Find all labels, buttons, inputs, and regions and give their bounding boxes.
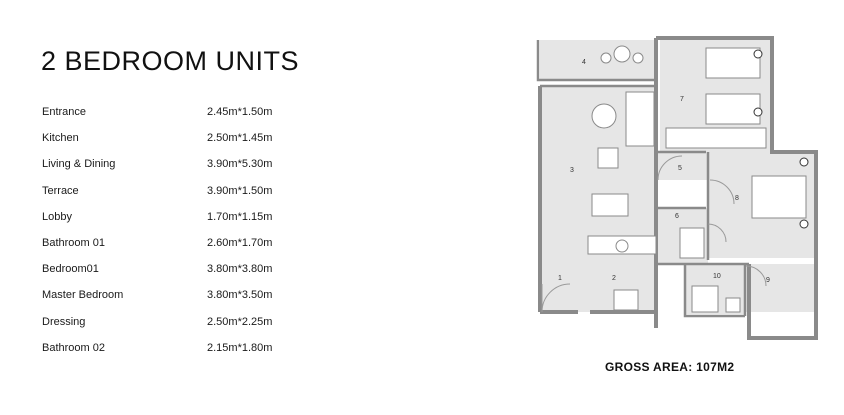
room-name: Dressing xyxy=(42,315,86,328)
lamp xyxy=(753,49,763,59)
room-dimension: 2.45m*1.50m xyxy=(207,106,273,118)
room-number: 10 xyxy=(713,273,721,280)
room-dimension: 3.90m*1.50m xyxy=(207,184,273,197)
room-row: Terrace 3.90m*1.50m xyxy=(42,181,302,207)
bed-single-2 xyxy=(705,93,761,125)
walls xyxy=(536,36,818,340)
room-name: Entrance xyxy=(42,106,87,118)
room-row: Master Bedroom 3.80m*3.50m xyxy=(42,285,302,311)
room-number: 9 xyxy=(766,277,770,284)
wardrobe xyxy=(665,127,767,149)
room-numbers: 1 2 3 4 5 6 7 8 9 10 xyxy=(558,59,770,284)
toilet xyxy=(725,297,741,313)
terrace-chair xyxy=(600,52,612,64)
room-row: Bathroom 01 2.60m*1.70m xyxy=(42,233,302,259)
page-title: 2 BEDROOM UNITS xyxy=(41,46,300,76)
gross-area: GROSS AREA: 107M2 xyxy=(605,360,735,374)
room-name: Living & Dining xyxy=(42,158,116,171)
entrance-door xyxy=(541,283,571,313)
room-row: Kitchen 2.50m*1.45m xyxy=(42,128,302,154)
room-dimension: 3.80m*3.50m xyxy=(207,289,273,302)
room-dimension: 2.50m*2.25m xyxy=(207,315,273,328)
room-row: Bedroom01 3.80m*3.80m xyxy=(42,259,302,285)
room-row: Entrance 2.45m*1.50m xyxy=(42,102,302,128)
room-row: Bathroom 02 2.15m*1.80m xyxy=(42,338,302,364)
floor-plan: 1 2 3 4 5 6 7 8 9 10 xyxy=(536,36,818,340)
lobby-door xyxy=(657,155,683,181)
room-row: Living & Dining 3.90m*5.30m xyxy=(42,154,302,180)
lamps xyxy=(753,49,809,229)
bathroom-door xyxy=(707,223,727,243)
room-name: Kitchen xyxy=(42,132,79,145)
doors xyxy=(541,155,767,313)
furniture xyxy=(587,45,807,313)
room-name: Master Bedroom xyxy=(42,289,124,302)
inner-walls xyxy=(658,150,749,318)
outer-wall xyxy=(538,36,818,340)
room-dimension: 1.70m*1.15m xyxy=(207,210,273,223)
room-name: Terrace xyxy=(42,184,79,197)
dressing-door xyxy=(745,265,767,287)
room-dimension: 2.60m*1.70m xyxy=(207,236,273,249)
room-number: 4 xyxy=(582,59,586,66)
armchair xyxy=(597,147,619,169)
room-dimension: 3.80m*3.80m xyxy=(207,263,273,276)
room-name: Bathroom 01 xyxy=(42,236,105,249)
sofa xyxy=(625,91,655,147)
room-number: 3 xyxy=(570,167,574,174)
room-number: 2 xyxy=(612,275,616,282)
room-number: 8 xyxy=(735,195,739,202)
terrace-chair xyxy=(632,52,644,64)
room-dimension: 2.15m*1.80m xyxy=(207,341,273,354)
room-name: Bedroom01 xyxy=(42,263,99,276)
bathtub xyxy=(691,285,719,313)
room-row: Dressing 2.50m*2.25m xyxy=(42,312,302,338)
terrace-table xyxy=(613,45,631,63)
coffee-table xyxy=(591,103,617,129)
room-number: 7 xyxy=(680,96,684,103)
terrace-wall xyxy=(536,40,656,82)
walkway xyxy=(658,180,814,338)
shower xyxy=(679,227,705,259)
room-number: 1 xyxy=(558,275,562,282)
bed-single-1 xyxy=(705,47,761,79)
room-name: Bathroom 02 xyxy=(42,341,105,354)
room-number: 6 xyxy=(675,213,679,220)
lamp xyxy=(753,107,763,117)
room-dimension: 3.90m*5.30m xyxy=(207,158,273,171)
sink xyxy=(615,239,629,253)
room-dimensions-table: Entrance 2.45m*1.50m Kitchen 2.50m*1.45m L… xyxy=(42,102,302,364)
room-dimension: 2.50m*1.45m xyxy=(207,132,273,145)
dining-table xyxy=(591,193,629,217)
master-bed xyxy=(751,175,807,219)
lamp xyxy=(799,219,809,229)
room-name: Lobby xyxy=(42,210,72,223)
kitchen-hob xyxy=(613,289,639,311)
room-number: 5 xyxy=(678,165,682,172)
room-row: Lobby 1.70m*1.15m xyxy=(42,207,302,233)
dressing-floor xyxy=(745,264,814,312)
master-door xyxy=(709,179,735,205)
lamp xyxy=(799,157,809,167)
